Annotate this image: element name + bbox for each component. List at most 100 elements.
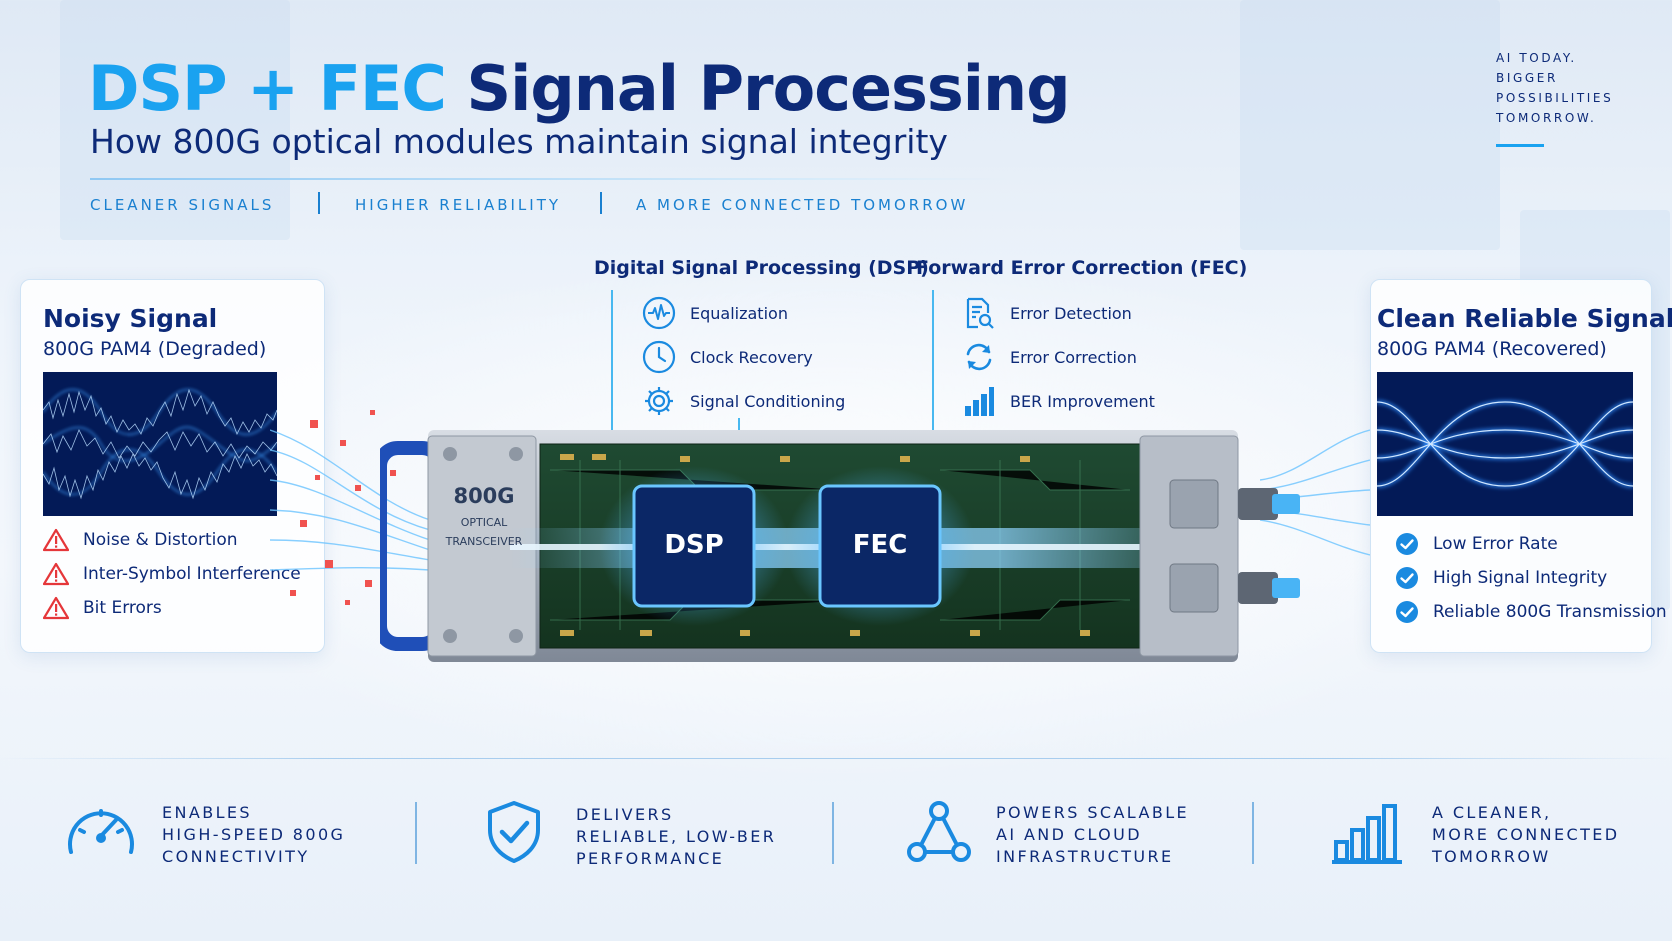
footer-text-infrastructure: POWERS SCALABLE AI AND CLOUD INFRASTRUCT… xyxy=(996,802,1189,868)
footer-separator xyxy=(832,802,834,864)
list-item: Signal Conditioning xyxy=(642,384,845,418)
fec-bracket-line xyxy=(932,290,934,440)
list-item: High Signal Integrity xyxy=(1395,566,1667,590)
footer-separator xyxy=(415,802,417,864)
corner-accent-bar xyxy=(1496,144,1544,147)
fec-section-title: Forward Error Correction (FEC) xyxy=(916,257,1248,279)
footer-separator xyxy=(1252,802,1254,864)
warning-icon xyxy=(43,528,69,552)
footer-line: A CLEANER, xyxy=(1432,803,1552,822)
issue-label: Inter-Symbol Interference xyxy=(83,564,301,584)
gear-icon xyxy=(645,387,673,415)
module-label: 800G OPTICAL TRANSCEIVER xyxy=(434,484,534,548)
footer-line: HIGH-SPEED 800G xyxy=(162,825,346,844)
check-circle-icon xyxy=(1396,567,1418,589)
warning-icon xyxy=(43,596,69,620)
corner-slogan: AI TODAY. BIGGER POSSIBILITIES TOMORROW. xyxy=(1496,48,1613,128)
fec-chip: FEC xyxy=(852,530,908,560)
clean-signal-subtitle: 800G PAM4 (Recovered) xyxy=(1377,338,1607,360)
document-search-icon xyxy=(966,297,994,329)
corner-line: POSSIBILITIES xyxy=(1496,91,1614,105)
module-label-transceiver: TRANSCEIVER xyxy=(445,535,523,548)
corner-line: BIGGER xyxy=(1496,71,1558,85)
list-item: Inter-Symbol Interference xyxy=(43,562,301,586)
footer-item-connectivity xyxy=(64,800,138,866)
feature-label: Error Correction xyxy=(1010,347,1137,367)
list-item: Noise & Distortion xyxy=(43,528,301,552)
title-accent: DSP + FEC xyxy=(88,52,447,125)
noisy-signal-title: Noisy Signal xyxy=(43,304,218,333)
tagline-connected-tomorrow: A MORE CONNECTED TOMORROW xyxy=(636,196,969,214)
tagline-cleaner-signals: CLEANER SIGNALS xyxy=(90,196,275,214)
footer-line: PERFORMANCE xyxy=(576,849,725,868)
list-item: Error Detection xyxy=(962,296,1155,330)
tagline-separator xyxy=(318,192,320,214)
list-item: Error Correction xyxy=(962,340,1155,374)
dsp-chip: DSP xyxy=(664,530,724,560)
page-subtitle: How 800G optical modules maintain signal… xyxy=(90,122,948,161)
footer-line: CONNECTIVITY xyxy=(162,847,310,866)
footer-line: POWERS SCALABLE xyxy=(996,803,1190,822)
check-circle-icon xyxy=(1396,601,1418,623)
module-label-optical: OPTICAL xyxy=(460,516,508,529)
feature-label: BER Improvement xyxy=(1010,391,1155,411)
list-item: Low Error Rate xyxy=(1395,532,1667,556)
footer-text-tomorrow: A CLEANER, MORE CONNECTED TOMORROW xyxy=(1432,802,1620,868)
header-divider xyxy=(90,178,1010,180)
benefit-label: Reliable 800G Transmission xyxy=(1433,602,1667,622)
refresh-icon xyxy=(966,343,992,371)
feature-label: Error Detection xyxy=(1010,303,1132,323)
speedometer-icon xyxy=(68,809,134,854)
footer-divider xyxy=(0,758,1672,759)
feature-label: Signal Conditioning xyxy=(690,391,846,411)
clock-icon xyxy=(642,340,676,374)
page-title: DSP + FEC Signal Processing xyxy=(88,52,1071,125)
benefit-label: High Signal Integrity xyxy=(1433,568,1608,588)
footer-line: INFRASTRUCTURE xyxy=(996,847,1174,866)
list-item: Bit Errors xyxy=(43,596,301,620)
network-nodes-icon xyxy=(907,801,971,862)
dsp-feature-list: Equalization Clock Recovery Signal Condi… xyxy=(642,296,845,418)
footer-line: AI AND CLOUD xyxy=(996,825,1143,844)
tagline-separator xyxy=(600,192,602,214)
input-light-streams xyxy=(270,410,430,605)
noisy-signal-issues: Noise & Distortion Inter-Symbol Interfer… xyxy=(43,528,301,620)
clean-signal-benefits: Low Error Rate High Signal Integrity Rel… xyxy=(1395,532,1667,624)
issue-label: Noise & Distortion xyxy=(83,530,238,550)
feature-label: Clock Recovery xyxy=(690,347,813,367)
footer-text-connectivity: ENABLES HIGH-SPEED 800G CONNECTIVITY xyxy=(162,802,345,868)
noisy-signal-subtitle: 800G PAM4 (Degraded) xyxy=(43,338,267,360)
clean-signal-title: Clean Reliable Signal xyxy=(1377,304,1672,333)
footer-text-reliability: DELIVERS RELIABLE, LOW-BER PERFORMANCE xyxy=(576,804,776,870)
footer-line: ENABLES xyxy=(162,803,252,822)
footer-item-reliability xyxy=(486,800,542,868)
list-item: BER Improvement xyxy=(962,384,1155,418)
list-item: Reliable 800G Transmission xyxy=(1395,600,1667,624)
list-item: Clock Recovery xyxy=(642,340,845,374)
issue-label: Bit Errors xyxy=(83,598,162,618)
title-main: Signal Processing xyxy=(466,52,1070,125)
footer-item-infrastructure xyxy=(906,800,972,870)
bar-chart-icon xyxy=(1332,804,1402,864)
footer-line: MORE CONNECTED xyxy=(1432,825,1620,844)
footer-line: RELIABLE, LOW-BER xyxy=(576,827,777,846)
optical-transceiver-module: 800G OPTICAL TRANSCEIVER DSP FEC xyxy=(373,430,1300,670)
feature-label: Equalization xyxy=(690,303,788,323)
footer-item-tomorrow xyxy=(1332,802,1402,868)
dsp-bracket-line xyxy=(611,290,613,440)
fec-feature-list: Error Detection Error Correction BER Imp… xyxy=(962,296,1155,418)
clean-eye-diagram xyxy=(1376,372,1634,516)
noisy-signal-card: Noisy Signal 800G PAM4 (Degraded) Noise … xyxy=(20,279,325,653)
module-label-800g: 800G xyxy=(453,484,515,508)
footer-line: TOMORROW xyxy=(1432,847,1551,866)
waveform-icon xyxy=(642,296,676,330)
clean-signal-card: Clean Reliable Signal 800G PAM4 (Recover… xyxy=(1370,279,1672,653)
noisy-eye-diagram xyxy=(42,372,278,516)
corner-line: AI TODAY. xyxy=(1496,51,1577,65)
corner-line: TOMORROW. xyxy=(1496,111,1597,125)
warning-icon xyxy=(43,562,69,586)
tagline-higher-reliability: HIGHER RELIABILITY xyxy=(355,196,562,214)
background-panel xyxy=(1240,0,1500,250)
footer-line: DELIVERS xyxy=(576,805,674,824)
background-panel xyxy=(60,0,290,240)
